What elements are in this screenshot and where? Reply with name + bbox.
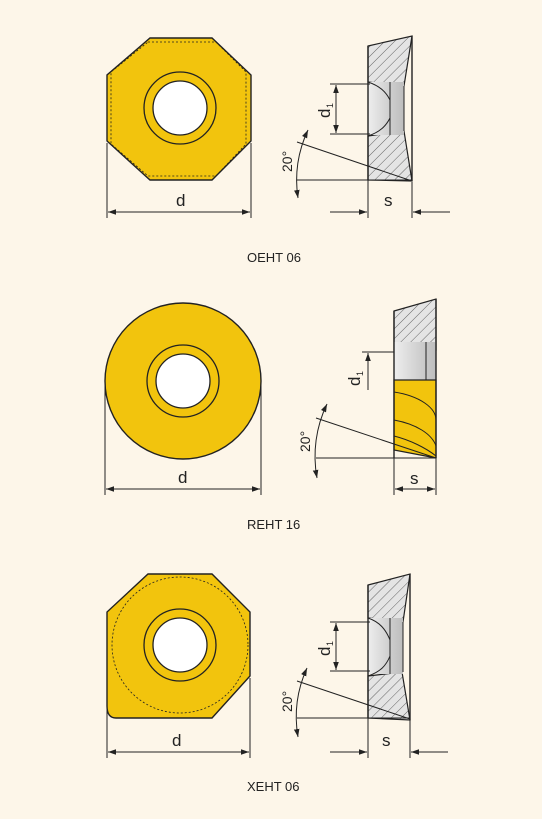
xeht-bore-section: [368, 618, 403, 674]
svg-text:d: d: [315, 647, 334, 656]
reht-angle-label: 20°: [297, 431, 313, 452]
insert-oeht: d d 1 20°: [106, 35, 450, 265]
reht-side-section: d 1 20° s: [297, 298, 437, 495]
oeht-side-section: d 1 20° s: [279, 35, 450, 218]
xeht-hidden-outline: [111, 576, 249, 714]
xeht-angle-label: 20°: [279, 691, 295, 712]
insert-xeht: d d 1 20° s: [106, 573, 448, 794]
reht-d-label: d: [178, 468, 187, 487]
reht-bore-inner: [155, 353, 211, 409]
oeht-bore-inner: [152, 80, 208, 136]
oeht-d-label: d: [176, 191, 185, 210]
xeht-d-label: d: [172, 731, 181, 750]
oeht-angle-arc: [294, 129, 309, 199]
xeht-caption: XEHT 06: [247, 779, 300, 794]
oeht-caption: OEHT 06: [247, 250, 301, 265]
reht-caption: REHT 16: [247, 517, 300, 532]
xeht-s-label: s: [382, 731, 391, 750]
oeht-bore-section: [368, 82, 404, 135]
oeht-s-label: s: [384, 191, 393, 210]
xeht-top-view: d: [106, 573, 251, 758]
svg-text:1: 1: [355, 371, 365, 376]
svg-text:1: 1: [325, 103, 335, 108]
svg-text:d: d: [315, 109, 334, 118]
svg-text:1: 1: [325, 641, 335, 646]
xeht-bore-inner: [152, 617, 208, 673]
oeht-top-view: d: [106, 37, 252, 218]
xeht-side-section: d 1 20° s: [279, 573, 448, 758]
xeht-angle-arc: [293, 667, 308, 738]
reht-angle-arc: [312, 403, 328, 479]
svg-text:d: d: [345, 377, 364, 386]
oeht-angle-label: 20°: [279, 151, 295, 172]
reht-top-view: d: [104, 302, 262, 495]
insert-reht: d d 1 20° s: [104, 298, 437, 532]
reht-s-label: s: [410, 469, 419, 488]
